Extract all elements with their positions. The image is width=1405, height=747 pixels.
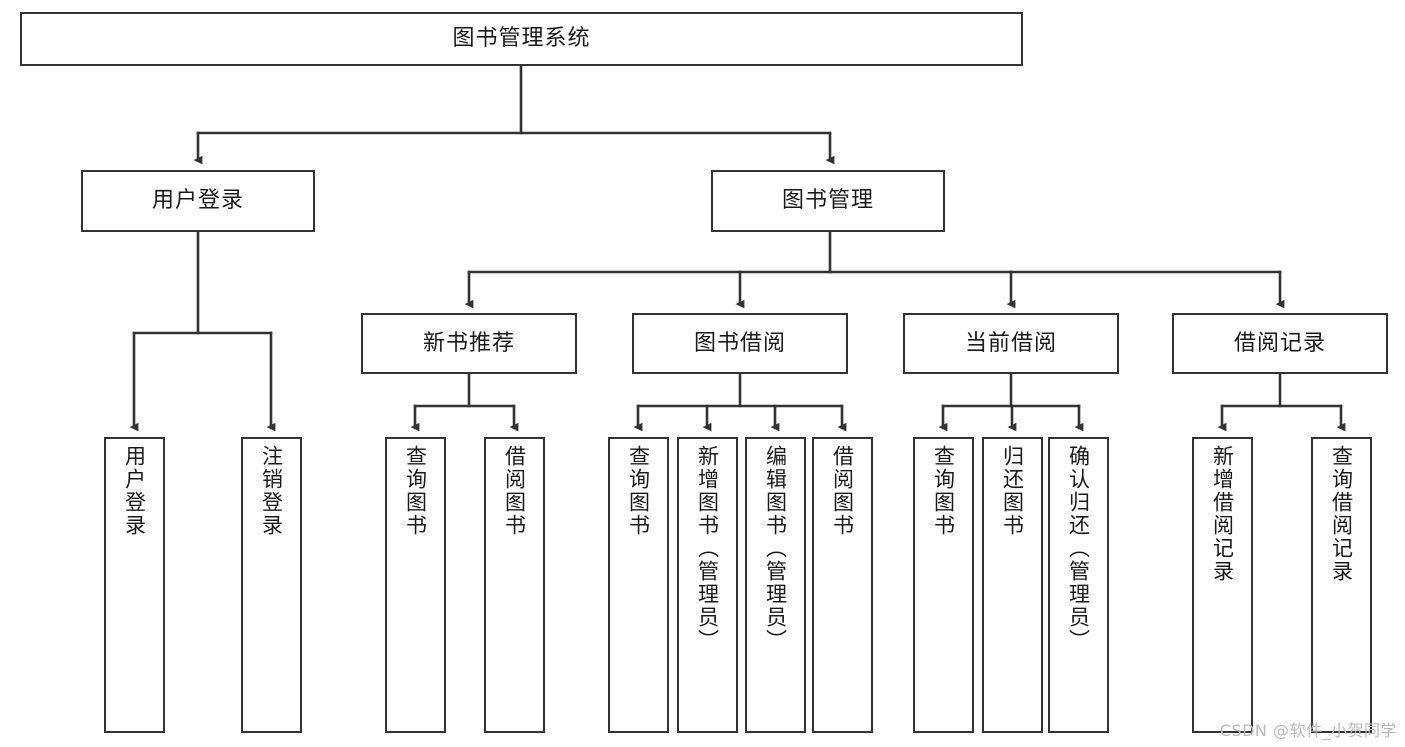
node-book-management[interactable]: 图书管理 bbox=[711, 170, 945, 232]
node-leaf-newbook-borrow-books-label: 借阅图书 bbox=[502, 445, 527, 537]
node-leaf-newbook-query-books-label: 查询图书 bbox=[403, 445, 428, 537]
node-leaf-bookborrow-query-books-label: 查询图书 bbox=[626, 445, 651, 537]
node-leaf-newbook-borrow-books[interactable]: 借阅图书 bbox=[484, 437, 545, 733]
node-new-book-recommendation-label: 新书推荐 bbox=[422, 330, 515, 356]
node-leaf-bookborrow-edit-book-admin-label: 编辑图书（管理员） bbox=[763, 445, 788, 652]
node-leaf-user-login-signout-label: 注销登录 bbox=[259, 445, 284, 537]
node-leaf-currentborrow-confirm-return-admin[interactable]: 确认归还（管理员） bbox=[1048, 437, 1109, 733]
node-leaf-borrowrecord-query-record-label: 查询借阅记录 bbox=[1329, 445, 1354, 583]
node-leaf-currentborrow-return-books[interactable]: 归还图书 bbox=[982, 437, 1043, 733]
node-leaf-user-login-signin[interactable]: 用户登录 bbox=[104, 437, 165, 733]
node-book-borrow-label: 图书借阅 bbox=[693, 330, 786, 356]
node-borrow-record-label: 借阅记录 bbox=[1233, 330, 1326, 356]
node-root-book-management-system[interactable]: 图书管理系统 bbox=[20, 12, 1023, 66]
node-new-book-recommendation[interactable]: 新书推荐 bbox=[361, 313, 577, 374]
node-leaf-bookborrow-query-books[interactable]: 查询图书 bbox=[608, 437, 669, 733]
csdn-watermark: CSDN @软件_小贺同学 bbox=[1219, 721, 1397, 740]
node-leaf-currentborrow-confirm-return-admin-label: 确认归还（管理员） bbox=[1066, 445, 1091, 652]
node-leaf-bookborrow-edit-book-admin[interactable]: 编辑图书（管理员） bbox=[745, 437, 806, 733]
node-current-borrow[interactable]: 当前借阅 bbox=[903, 313, 1119, 374]
node-leaf-currentborrow-query-books[interactable]: 查询图书 bbox=[913, 437, 974, 733]
node-borrow-record[interactable]: 借阅记录 bbox=[1172, 313, 1388, 374]
node-leaf-bookborrow-borrow-books-label: 借阅图书 bbox=[830, 445, 855, 537]
node-leaf-bookborrow-add-book-admin-label: 新增图书（管理员） bbox=[695, 445, 720, 652]
node-leaf-newbook-query-books[interactable]: 查询图书 bbox=[385, 437, 446, 733]
node-leaf-user-login-signout[interactable]: 注销登录 bbox=[241, 437, 302, 733]
node-user-login-label: 用户登录 bbox=[151, 188, 244, 214]
node-user-login[interactable]: 用户登录 bbox=[81, 170, 315, 232]
node-leaf-borrowrecord-query-record[interactable]: 查询借阅记录 bbox=[1311, 437, 1372, 733]
node-leaf-currentborrow-query-books-label: 查询图书 bbox=[931, 445, 956, 537]
node-leaf-bookborrow-borrow-books[interactable]: 借阅图书 bbox=[812, 437, 873, 733]
node-book-borrow[interactable]: 图书借阅 bbox=[632, 313, 848, 374]
node-leaf-currentborrow-return-books-label: 归还图书 bbox=[1000, 445, 1025, 537]
node-book-management-label: 图书管理 bbox=[781, 188, 874, 214]
node-leaf-user-login-signin-label: 用户登录 bbox=[122, 445, 147, 537]
node-current-borrow-label: 当前借阅 bbox=[964, 330, 1057, 356]
node-root-label: 图书管理系统 bbox=[452, 26, 591, 52]
node-leaf-borrowrecord-add-record-label: 新增借阅记录 bbox=[1210, 445, 1235, 583]
node-leaf-bookborrow-add-book-admin[interactable]: 新增图书（管理员） bbox=[677, 437, 738, 733]
node-leaf-borrowrecord-add-record[interactable]: 新增借阅记录 bbox=[1192, 437, 1253, 733]
